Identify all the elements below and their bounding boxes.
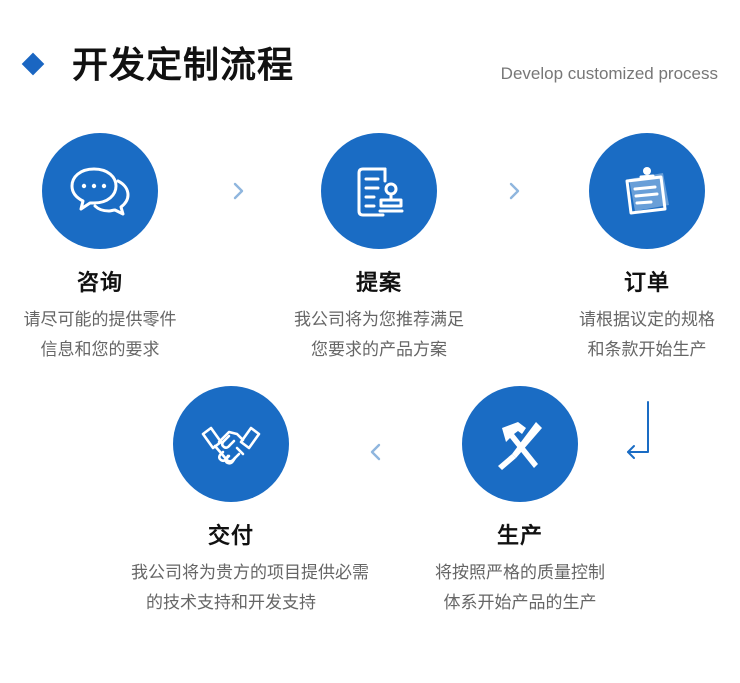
step-delivery-desc-line: 我公司将为贵方的项目提供必需 <box>131 563 369 583</box>
step-proposal: 提案 我公司将为您推荐满足 您要求的产品方案 <box>279 133 479 365</box>
step-delivery-title: 交付 <box>207 524 254 549</box>
step-order-desc: 请根据议定的规格 和条款开始生产 <box>547 305 740 365</box>
step-delivery-desc: 我公司将为贵方的项目提供必需 的技术支持和开发支持 <box>131 558 369 618</box>
step-consult-title: 咨询 <box>76 271 123 296</box>
step-production: 生产 将按照严格的质量控制 体系开始产品的生产 <box>420 386 620 618</box>
step-consult-desc: 请尽可能的提供零件 信息和您的要求 <box>0 305 200 365</box>
page-subtitle: Develop customized process <box>500 64 718 83</box>
step-order-title: 订单 <box>623 271 670 296</box>
step-proposal-desc-line: 您要求的产品方案 <box>311 340 447 360</box>
chevron-right-icon <box>233 182 244 200</box>
hammer-screwdriver-icon <box>498 422 542 470</box>
step-delivery: 交付 我公司将为贵方的项目提供必需 的技术支持和开发支持 <box>131 386 369 618</box>
step-order-desc-line: 请根据议定的规格 <box>579 310 715 330</box>
step-production-desc: 将按照严格的质量控制 体系开始产品的生产 <box>420 558 620 618</box>
step-delivery-desc-line: 的技术支持和开发支持 <box>146 593 316 613</box>
step-consult-desc-line: 请尽可能的提供零件 <box>23 310 177 330</box>
chevron-right-icon <box>509 182 520 200</box>
step-order-desc-line: 和条款开始生产 <box>587 340 707 360</box>
return-arrow-icon <box>627 401 649 459</box>
step-production-circle <box>462 386 578 502</box>
step-production-title: 生产 <box>496 524 543 549</box>
proposal-document-icon <box>357 167 404 217</box>
header-diamond-icon <box>21 52 45 76</box>
handshake-icon <box>201 426 261 465</box>
step-proposal-desc-line: 我公司将为您推荐满足 <box>294 310 464 330</box>
order-clipboard-icon <box>625 167 669 215</box>
chevron-left-icon <box>370 443 381 461</box>
chat-bubbles-icon <box>70 167 130 216</box>
step-proposal-desc: 我公司将为您推荐满足 您要求的产品方案 <box>279 305 479 365</box>
step-production-desc-line: 将按照严格的质量控制 <box>435 563 605 583</box>
step-production-desc-line: 体系开始产品的生产 <box>443 593 597 613</box>
step-order-circle <box>589 133 705 249</box>
step-consult-desc-line: 信息和您的要求 <box>40 340 160 360</box>
page-title: 开发定制流程 <box>72 45 295 86</box>
step-proposal-title: 提案 <box>355 271 402 296</box>
step-delivery-circle <box>173 386 289 502</box>
step-proposal-circle <box>321 133 437 249</box>
step-consult: 咨询 请尽可能的提供零件 信息和您的要求 <box>0 133 200 365</box>
step-order: 订单 请根据议定的规格 和条款开始生产 <box>547 133 740 365</box>
step-consult-circle <box>42 133 158 249</box>
